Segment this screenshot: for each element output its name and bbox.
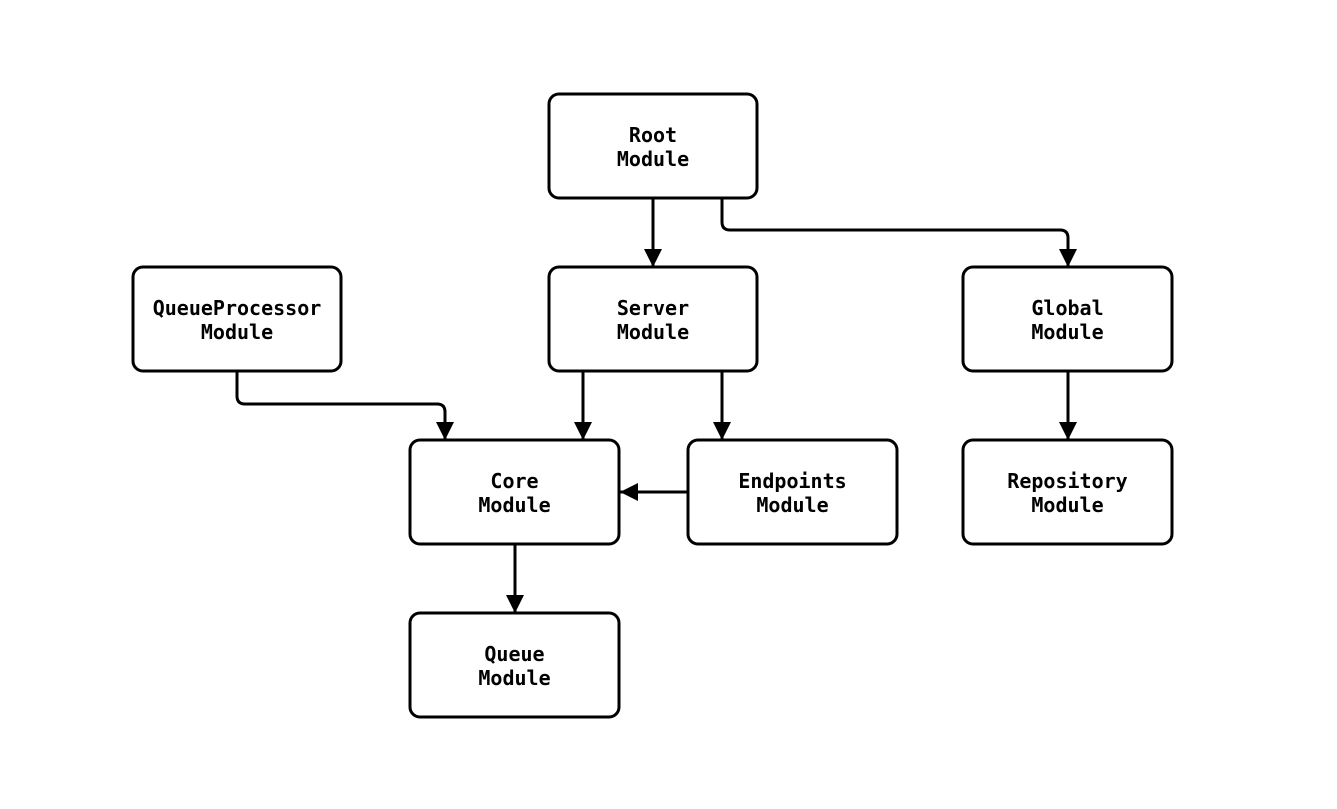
node-label-line: Module — [201, 320, 273, 344]
edges-layer — [235, 198, 1077, 613]
node-label-line: Module — [1031, 320, 1103, 344]
node-label-line: Module — [478, 666, 550, 690]
node-label-line: Global — [1031, 296, 1103, 320]
node-label-line: Module — [1031, 493, 1103, 517]
node-label-line: Module — [617, 320, 689, 344]
node-label-line: Queue — [484, 642, 544, 666]
node-label-line: QueueProcessor — [153, 296, 322, 320]
node-label-line: Repository — [1007, 469, 1127, 493]
node-label-line: Server — [617, 296, 689, 320]
edge-queue-processor-to-core — [235, 371, 454, 440]
node-label-line: Root — [629, 123, 677, 147]
edge-root-to-global — [720, 198, 1077, 267]
node-label-line: Module — [756, 493, 828, 517]
node-label-line: Module — [478, 493, 550, 517]
node-label-line: Core — [490, 469, 538, 493]
node-label-line: Module — [617, 147, 689, 171]
node-label-line: Endpoints — [738, 469, 846, 493]
